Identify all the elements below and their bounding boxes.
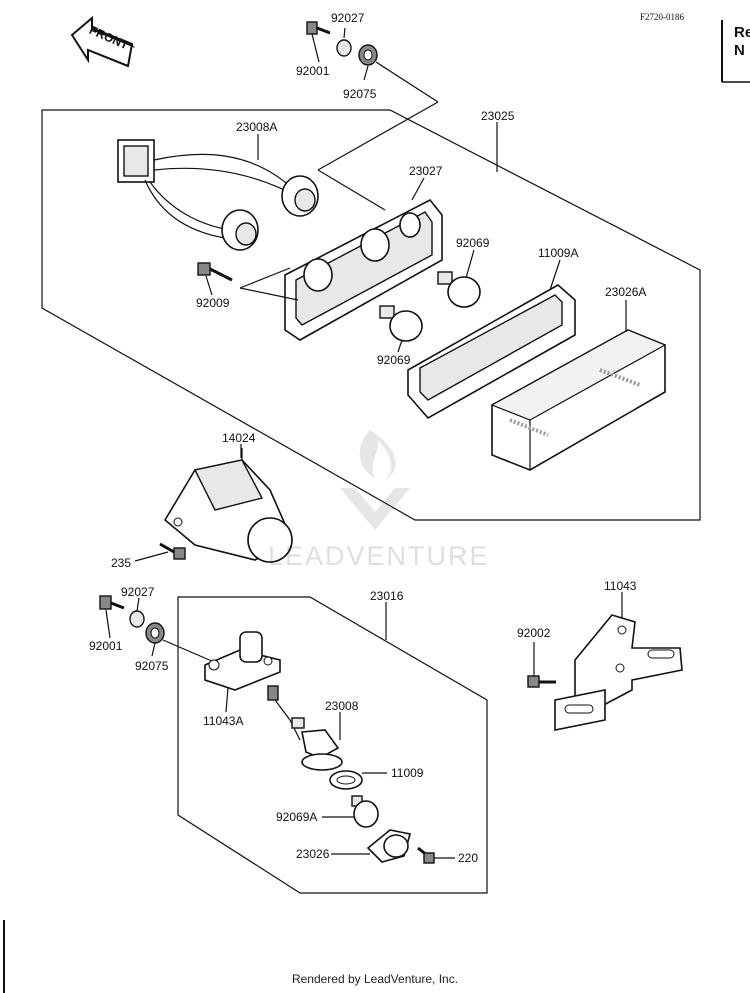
grommet-92075-bottom: [145, 622, 165, 644]
label-14024: 14024: [222, 431, 256, 445]
label-23008A: 23008A: [236, 120, 277, 134]
corner-line-2: N: [734, 42, 745, 59]
screw-92001-top: [306, 21, 331, 35]
label-92027-top: 92027: [331, 11, 365, 25]
front-arrow-icon: FRONT: [70, 15, 135, 68]
leader-lines: [105, 27, 627, 859]
lens-23026: [366, 829, 411, 863]
collar-92027-top: [336, 39, 352, 57]
label-92002: 92002: [517, 626, 551, 640]
bracket-11043A: [204, 631, 281, 691]
lens-23026A: [490, 329, 667, 471]
label-11009A: 11009A: [538, 246, 578, 260]
label-23025: 23025: [481, 109, 515, 123]
bulb-92069A: [351, 795, 379, 828]
label-23026: 23026: [296, 847, 330, 861]
screw-220: [417, 846, 435, 864]
taillight-assembly-frame: [41, 109, 701, 521]
screw-92009: [197, 262, 233, 282]
figure-code: F2720-0186: [640, 12, 685, 22]
label-92009: 92009: [196, 296, 230, 310]
corner-line-1: Re: [734, 24, 750, 41]
label-92001-top: 92001: [296, 64, 330, 78]
screw-235: [159, 542, 186, 560]
corner-text: Re N: [734, 24, 750, 60]
watermark-logo: [340, 430, 410, 530]
label-92027-bottom: 92027: [121, 585, 155, 599]
license-lamp-assembly-frame: [177, 596, 488, 894]
screw-92001-bottom: [99, 595, 125, 610]
bracket-11043: [554, 614, 683, 731]
label-11043A: 11043A: [203, 714, 243, 728]
label-11043: 11043: [604, 579, 637, 593]
label-23026A: 23026A: [605, 285, 646, 299]
label-23008: 23008: [325, 699, 359, 713]
bulb-92069-right: [437, 271, 481, 308]
bulb-92069-left: [379, 305, 423, 342]
footer-credit: Rendered by LeadVenture, Inc.: [291, 972, 459, 986]
wiring-harness-23008A: [117, 139, 319, 251]
label-23016: 23016: [370, 589, 404, 603]
lamp-housing-23027: [284, 198, 443, 341]
label-92069-left: 92069: [377, 353, 411, 367]
gasket-11009A: [407, 284, 576, 420]
gasket-11009: [329, 770, 363, 790]
label-92001-bottom: 92001: [89, 639, 123, 653]
label-92075-bottom: 92075: [135, 659, 169, 673]
screw-92002: [527, 675, 556, 688]
label-220: 220: [458, 851, 478, 865]
grommet-92075-top: [358, 44, 378, 66]
label-23027: 23027: [409, 164, 443, 178]
socket-23008: [267, 685, 343, 771]
label-92069-right: 92069: [456, 236, 490, 250]
label-92075-top: 92075: [343, 87, 377, 101]
label-11009: 11009: [391, 766, 424, 780]
watermark-text: LEADVENTURE: [268, 541, 490, 571]
collar-92027-bottom: [129, 610, 145, 628]
label-92069A: 92069A: [276, 810, 317, 824]
cover-14024: [163, 448, 294, 563]
label-235: 235: [111, 556, 131, 570]
